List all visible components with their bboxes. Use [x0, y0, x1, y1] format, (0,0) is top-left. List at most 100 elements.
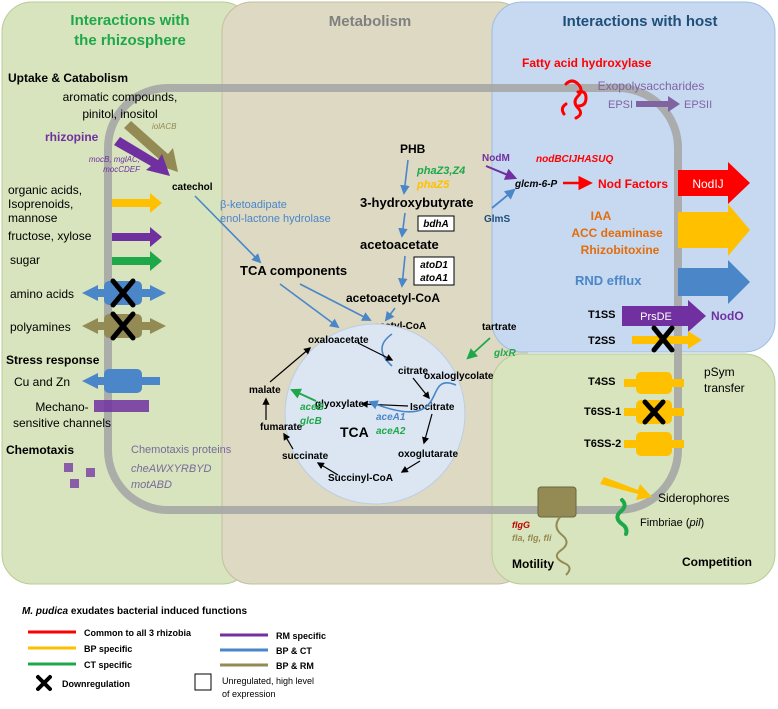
atoD1-box	[413, 256, 455, 286]
flagella-genes-label: fla, flg, fli	[512, 533, 552, 543]
psym-label-line-1: pSym	[704, 365, 735, 379]
rhizopine-transport-arrow	[114, 137, 170, 176]
legend-unregulated-line-1: Unregulated, high level	[222, 676, 314, 686]
iol-transport-arrow	[124, 121, 178, 172]
oxoglutarate-label: oxoglutarate	[398, 449, 458, 460]
metabolism-title: Metabolism	[329, 13, 412, 30]
phb-label: PHB	[400, 142, 426, 156]
isocitrate-label: Isocitrate	[410, 402, 455, 413]
flagellar-motor	[537, 486, 577, 518]
iaa-label: IAA	[591, 209, 612, 223]
glyoxylate-to-malate-arrow	[290, 388, 317, 402]
fructose-arrow	[112, 227, 162, 247]
competition-panel	[491, 353, 776, 585]
tca-label: TCA	[340, 424, 369, 440]
phb-arrow	[400, 159, 410, 195]
fimbriae-label-gene: pil	[689, 517, 702, 529]
legend-unregulated-line-2: of expression	[222, 689, 276, 699]
t1ss-label: T1SS	[588, 309, 616, 321]
cu-zn-efflux	[82, 369, 160, 393]
nodIJ-label: NodIJ	[692, 177, 723, 191]
legend-downregulation-cross	[36, 675, 52, 691]
succinate-label: succinate	[282, 451, 329, 462]
rnd-label: RND efflux	[575, 273, 642, 288]
t6ss2-complex	[624, 432, 684, 456]
oxoglutarate-to-succinyl-arrow	[400, 460, 421, 473]
chemotaxis-genes-line-1: cheAWXYRBYD	[131, 463, 212, 475]
malate-to-oxaloacetate-arrow	[269, 347, 312, 383]
polyamine-downregulation-cross	[110, 311, 136, 341]
stress-title: Stress response	[6, 353, 100, 367]
amino-acid-downregulation-cross	[110, 278, 136, 308]
acetoacetyl-arrow	[384, 307, 396, 322]
succinyl-to-succinate-arrow	[316, 462, 339, 476]
legend-title-species: M. pudica	[22, 606, 69, 617]
mechano-label-line-1: Mechano-	[35, 400, 88, 414]
iaa-export-arrow	[678, 204, 750, 256]
bdhA-label: bdhA	[423, 219, 449, 230]
oxaloglycolate-to-glyoxylate-arrow	[368, 382, 457, 413]
moc-genes-line-1: mocB, mglAC,	[89, 155, 140, 164]
legend-bprm-label: BP & RM	[276, 661, 314, 671]
mechano-label: Mechano-sensitive channels	[13, 400, 111, 430]
nodM-label: NodM	[482, 153, 510, 164]
fimbriae-label-pre: Fimbriae (	[640, 517, 690, 529]
oxaloacetate-label: oxaloacetate	[308, 335, 369, 346]
t4ss-complex	[624, 372, 684, 394]
chemotaxis-squares	[64, 463, 95, 488]
competition-label: Competition	[682, 555, 752, 569]
tca-components-to-oxaloacetate-arrow	[279, 283, 340, 329]
organic-acids-line-3: mannose	[8, 211, 58, 225]
tartrate-label: tartrate	[482, 322, 517, 333]
rnd-arrow	[678, 260, 750, 304]
bdhA-box	[417, 215, 455, 232]
glyoxylate-label: glyoxylate	[315, 399, 364, 410]
chemotaxis-genes-line-2: motABD	[131, 479, 172, 491]
sugar-arrow	[112, 251, 162, 271]
epsii-label: EPSII	[684, 99, 712, 111]
nod-factors-label: Nod Factors	[598, 177, 668, 191]
acetoacetate-arrow	[397, 255, 408, 288]
moc-genes-line-2: mocCDEF	[103, 165, 141, 174]
oxaloglycolate-label: oxaloglycolate	[424, 371, 494, 382]
legend-rm-label: RM specific	[276, 631, 326, 641]
fatty-acid-label: Fatty acid hydroxylase	[522, 56, 652, 70]
aromatic-label-line-1: aromatic compounds,	[63, 90, 178, 104]
t4ss-label: T4SS	[588, 376, 616, 388]
aceA2-label: aceA2	[376, 426, 406, 437]
legend-common-label: Common to all 3 rhizobia	[84, 628, 192, 638]
legend-title-rest: exudates bacterial induced functions	[68, 606, 247, 617]
iolACB-label: iolACB	[152, 122, 177, 131]
amino-acids-label: amino acids	[10, 287, 74, 301]
uptake-title: Uptake & Catabolism	[8, 71, 128, 85]
acetyl-to-citrate-curve	[381, 333, 393, 367]
beta-keto-line-1: β-ketoadipate	[220, 199, 287, 211]
tartrate-arrow	[466, 337, 491, 360]
tca-components-label: TCA components	[240, 263, 347, 278]
t6ss1-downregulation-cross	[642, 399, 666, 425]
aromatic-label: aromatic compounds,pinitol, inositol	[63, 90, 178, 121]
chemotaxis-proteins-label: Chemotaxis proteins	[131, 444, 232, 456]
flgG-label: flgG	[512, 520, 530, 530]
hydroxybutyrate-label: 3-hydroxybutyrate	[360, 195, 473, 210]
cu-zn-label: Cu and Zn	[14, 375, 70, 389]
acetoacetate-label: acetoacetate	[360, 237, 439, 252]
aceA1-label: aceA1	[376, 412, 406, 423]
polyamines-label: polyamines	[10, 320, 71, 334]
acetyl-coa-label: acetyl-CoA	[374, 321, 426, 332]
prsDE-label: PrsDE	[640, 311, 672, 323]
nodO-label: NodO	[711, 309, 744, 323]
fatty-acid-hydroxylase-icon	[560, 79, 588, 120]
rhizosphere-title-line-1: Interactions with	[70, 12, 189, 29]
prsDE-arrow	[622, 300, 706, 332]
motility-label: Motility	[512, 557, 554, 571]
t2ss-label: T2SS	[588, 335, 616, 347]
glxR-label: glxR	[493, 348, 516, 359]
rhizopine-label: rhizopine	[45, 130, 99, 144]
tca-components-to-acetylcoa-arrow	[299, 283, 372, 321]
sugar-label: sugar	[10, 253, 40, 267]
moc-genes-label: mocB, mglAC,mocCDEF	[89, 155, 141, 174]
isocitrate-to-oxoglutarate-arrow	[422, 413, 433, 445]
